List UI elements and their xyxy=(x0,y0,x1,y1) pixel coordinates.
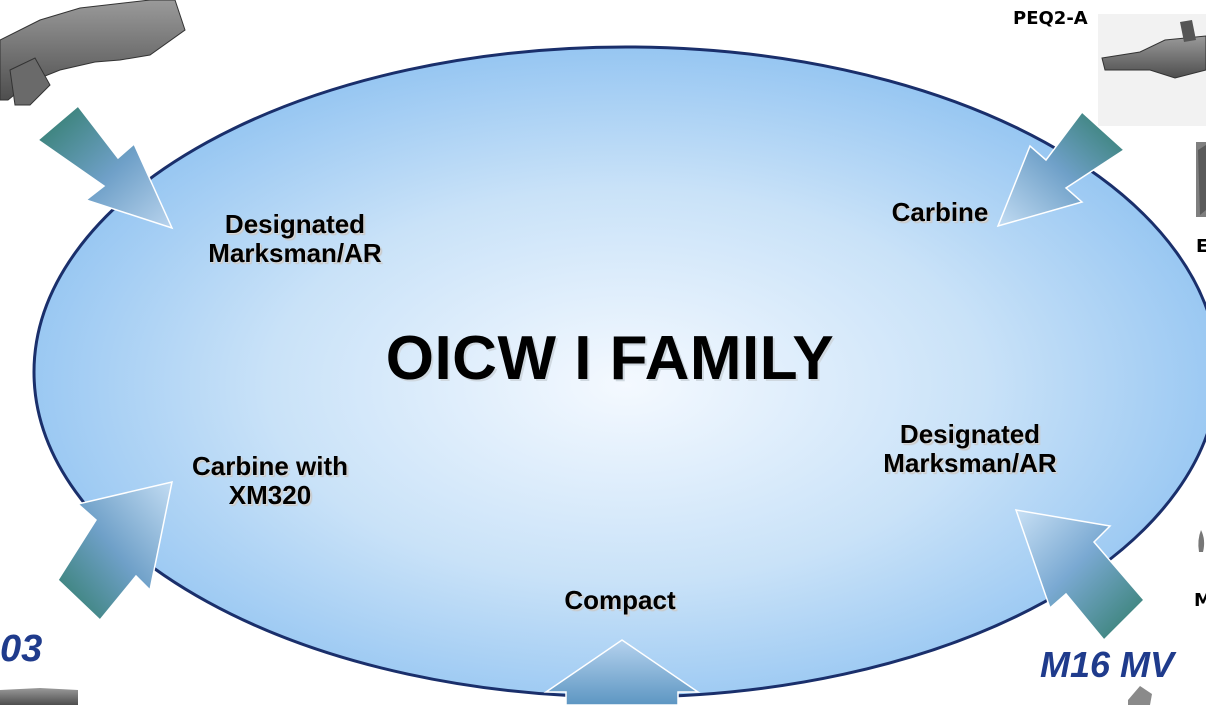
accessory-image-right xyxy=(1196,142,1206,217)
arrow-bottom-left xyxy=(57,481,173,622)
role-label-designated-marksman-right: Designated Marksman/AR xyxy=(883,419,1057,479)
accessory-image-right-lower xyxy=(1198,530,1205,552)
left-weapon-label: 03 xyxy=(0,628,43,670)
weapon-image-bottom-left xyxy=(0,688,78,705)
arrow-bottom-right xyxy=(1014,509,1146,642)
weapon-image-top-left xyxy=(0,0,186,106)
role-label-compact: Compact xyxy=(564,585,676,615)
right-fragment-bottom-label: M xyxy=(1194,590,1206,611)
weapon-image-bottom-right xyxy=(1128,686,1152,705)
right-weapon-label: M16 MV xyxy=(1040,644,1175,685)
role-label-carbine: Carbine xyxy=(891,197,989,227)
arrow-bottom-center xyxy=(543,639,701,705)
role-label-carbine-xm320: Carbine with XM320 xyxy=(191,451,348,511)
weapon-image-top-right xyxy=(1098,14,1206,126)
role-label-designated-marksman-left: Designated Marksman/AR xyxy=(208,209,382,269)
peq2a-label: PEQ2-A xyxy=(1013,8,1088,29)
arrow-top-left xyxy=(36,104,174,230)
arrow-top-right xyxy=(996,110,1126,228)
right-fragment-top-label: E xyxy=(1196,236,1206,257)
center-title: OICW I FAMILY xyxy=(385,324,835,393)
